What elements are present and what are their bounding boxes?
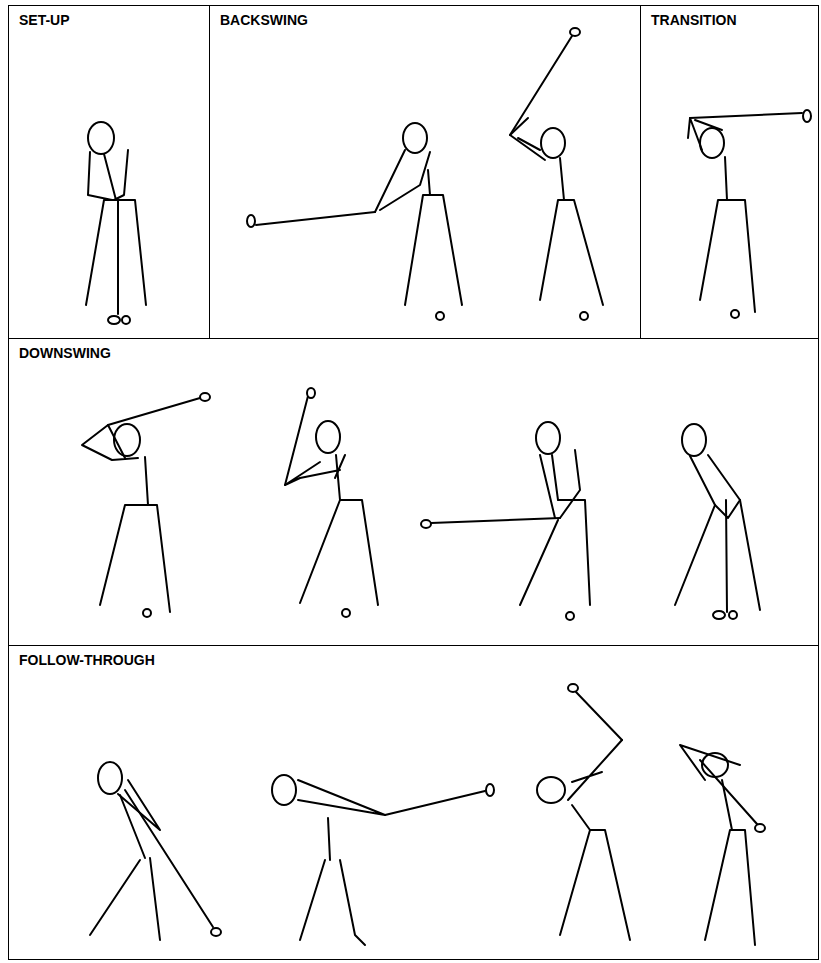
ball	[342, 609, 350, 617]
club	[117, 200, 119, 314]
legs	[90, 795, 160, 940]
club	[108, 398, 200, 425]
phase-heading: DOWNSWING	[19, 345, 111, 361]
club	[285, 396, 308, 485]
legs	[86, 200, 146, 305]
legs	[520, 455, 590, 605]
club-head	[713, 611, 725, 619]
head	[700, 128, 724, 158]
phase-heading: SET-UP	[19, 12, 70, 28]
stick-figure	[285, 388, 378, 617]
club	[256, 212, 375, 225]
head	[88, 122, 114, 154]
arms	[298, 780, 385, 815]
ball	[122, 316, 130, 324]
club-head	[803, 110, 811, 122]
phase-heading: BACKSWING	[220, 12, 308, 28]
club-head	[211, 928, 221, 936]
head	[316, 421, 340, 453]
head	[403, 123, 427, 153]
club-head	[247, 215, 255, 227]
club	[431, 518, 560, 523]
club	[385, 791, 485, 815]
arms	[510, 118, 545, 160]
head	[272, 775, 296, 805]
club-head	[755, 824, 765, 832]
phase-heading: FOLLOW-THROUGH	[19, 652, 155, 668]
club-head	[200, 393, 210, 401]
stick-figure	[510, 28, 603, 320]
legs	[560, 805, 630, 940]
head	[541, 128, 565, 158]
club-head	[570, 28, 580, 36]
head	[537, 777, 565, 803]
phase-panel: DOWNSWING	[8, 338, 819, 646]
legs	[675, 500, 760, 610]
arms	[680, 745, 740, 780]
club-head	[486, 784, 494, 796]
club	[125, 790, 213, 927]
phase-panel: TRANSITION	[640, 5, 819, 339]
ball	[566, 612, 574, 620]
ball	[143, 609, 151, 617]
phase-panel: SET-UP	[8, 5, 210, 339]
stick-figure	[86, 122, 146, 324]
stick-figure	[82, 393, 210, 617]
stick-figure	[675, 424, 760, 619]
ball	[580, 312, 588, 320]
legs	[700, 157, 755, 312]
stick-figure	[90, 762, 221, 940]
phase-heading: TRANSITION	[651, 12, 737, 28]
club	[510, 36, 572, 135]
head	[682, 424, 706, 456]
stick-figure	[272, 775, 494, 945]
club	[690, 113, 802, 118]
arms	[690, 455, 740, 518]
arms	[540, 450, 580, 518]
stick-figure	[421, 422, 590, 620]
club-head	[568, 684, 578, 692]
stick-figure	[537, 684, 630, 940]
arms	[688, 118, 722, 150]
arms	[82, 425, 138, 460]
legs	[405, 195, 462, 305]
club-head	[421, 520, 431, 528]
arms	[568, 740, 622, 800]
head	[114, 424, 140, 456]
stick-figure	[688, 110, 811, 318]
legs	[540, 158, 603, 305]
phase-panel: BACKSWING	[209, 5, 641, 339]
ball	[436, 312, 444, 320]
stick-figure	[680, 745, 765, 945]
stick-figure	[247, 123, 462, 320]
legs	[705, 780, 755, 945]
head	[98, 762, 122, 794]
legs	[300, 455, 378, 605]
club	[726, 500, 727, 612]
phase-panel: FOLLOW-THROUGH	[8, 645, 819, 960]
legs	[100, 457, 170, 612]
head	[536, 422, 560, 454]
ball	[729, 611, 737, 619]
arms	[88, 150, 128, 200]
club-head	[307, 388, 315, 398]
club	[576, 692, 622, 740]
ball	[731, 310, 739, 318]
club-head	[108, 316, 120, 324]
legs	[300, 818, 365, 945]
